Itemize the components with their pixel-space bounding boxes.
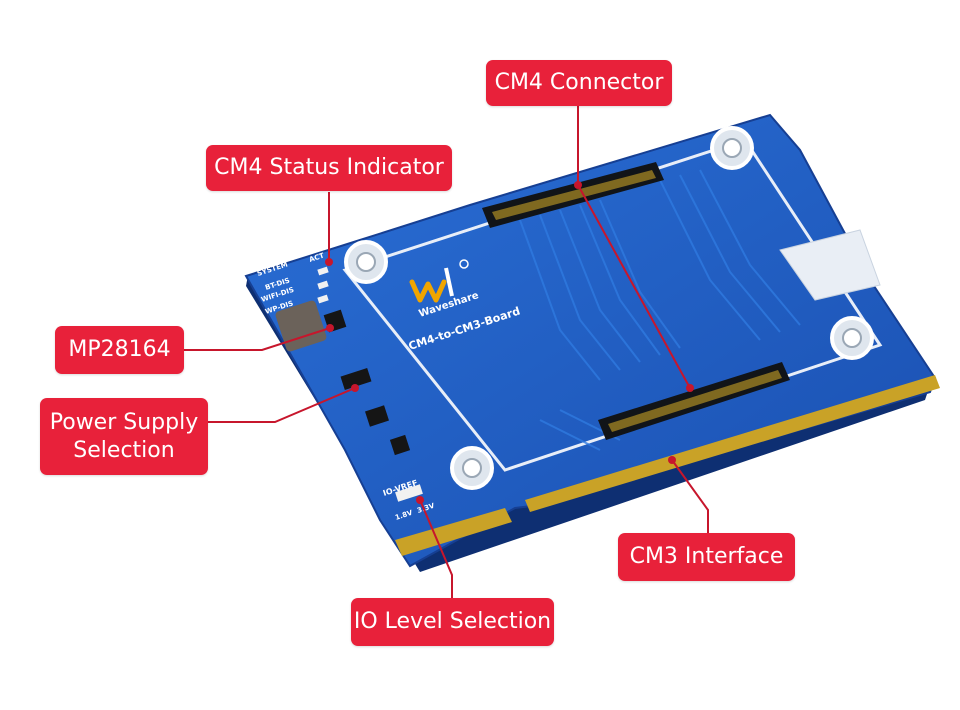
callout-cm4-connector: CM4 Connector	[486, 60, 672, 106]
callout-power-supply-line2: Selection	[73, 437, 175, 463]
callout-cm3-interface-text: CM3 Interface	[629, 544, 784, 569]
callout-power-supply-line1: Power Supply	[49, 409, 199, 435]
callout-mp28164: MP28164	[55, 326, 184, 374]
callout-cm4-connector-text: CM4 Connector	[494, 70, 664, 95]
mounting-hole-bottom	[450, 446, 494, 490]
callout-cm3-interface: CM3 Interface	[618, 533, 795, 581]
cm4-connector-bottom	[598, 362, 790, 440]
callout-io-level-selection: IO Level Selection	[351, 598, 554, 646]
waveshare-logo	[409, 259, 469, 303]
leader-mp28164	[184, 327, 331, 351]
cm4-connector-top	[482, 162, 664, 228]
leader-power-supply	[208, 387, 356, 423]
callout-cm4-status-indicator: CM4 Status Indicator	[206, 145, 452, 191]
mounting-hole-top-left	[344, 240, 388, 284]
leader-dots	[325, 181, 694, 504]
leader-io-level	[419, 499, 453, 598]
pcb-traces	[519, 169, 801, 451]
callout-cm4-status-indicator-text: CM4 Status Indicator	[214, 155, 444, 180]
callout-io-level-selection-text: IO Level Selection	[353, 609, 552, 634]
cm3-gold-fingers	[395, 375, 940, 556]
callout-mp28164-text: MP28164	[68, 337, 171, 362]
pcb-side-extension	[779, 229, 881, 301]
leader-cm3-interface	[671, 459, 709, 533]
mounting-hole-top-right	[710, 126, 754, 170]
callout-power-supply-selection: Power Supply Selection	[40, 398, 208, 475]
mounting-hole-right	[830, 316, 874, 360]
pcb-components	[275, 266, 423, 502]
